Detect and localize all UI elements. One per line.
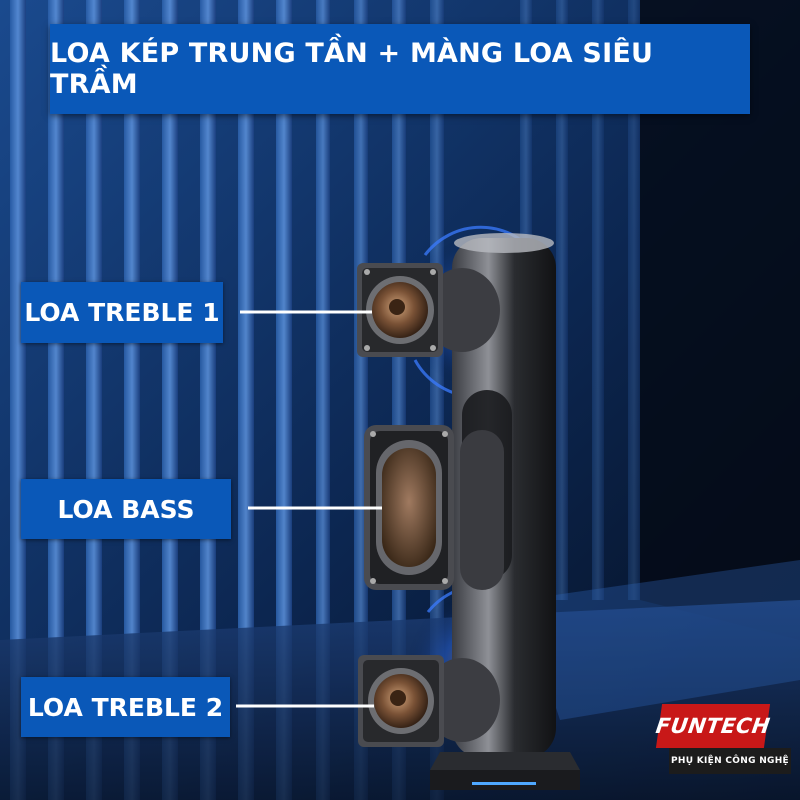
label-bass: LOA BASS bbox=[21, 479, 231, 539]
brand-name: FUNTECH bbox=[654, 704, 772, 748]
brand-logo: FUNTECH PHỤ KIỆN CÔNG NGHỆ bbox=[654, 704, 791, 794]
brand-tagline: PHỤ KIỆN CÔNG NGHỆ bbox=[669, 748, 791, 774]
label-treble-1: LOA TREBLE 1 bbox=[21, 282, 223, 343]
headline-banner: LOA KÉP TRUNG TẦN + MÀNG LOA SIÊU TRẦM bbox=[50, 24, 750, 114]
label-treble-2: LOA TREBLE 2 bbox=[21, 677, 230, 737]
